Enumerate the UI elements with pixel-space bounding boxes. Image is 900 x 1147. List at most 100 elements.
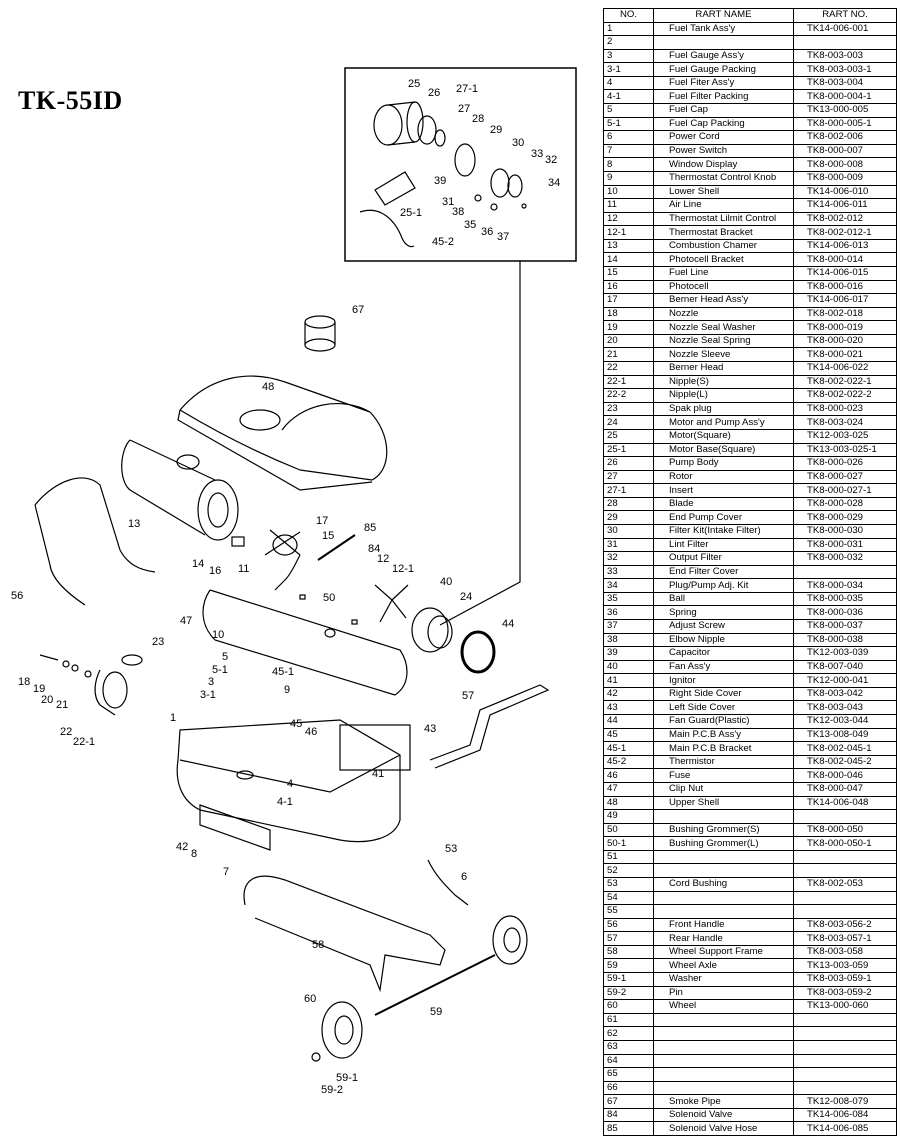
cell-part-name	[653, 1053, 794, 1069]
cell-part-no: TK13-003-059	[793, 958, 897, 974]
lower-shell-part	[202, 589, 408, 696]
callout: 56	[11, 590, 23, 602]
cell-part-no: TK8-002-022-1	[793, 374, 897, 390]
callout: 11	[238, 563, 249, 575]
cell-no: 53	[603, 877, 654, 892]
cell-no: 19	[603, 320, 654, 335]
cell-part-name: Air Line	[653, 198, 794, 213]
table-row: 66	[603, 1080, 897, 1096]
cell-part-name: Right Side Cover	[653, 686, 794, 702]
cell-part-name: Smoke Pipe	[653, 1094, 794, 1109]
cell-part-name: Bushing Grommer(L)	[653, 836, 794, 851]
cell-part-no: TK8-002-012	[793, 211, 897, 227]
callout: 12	[377, 553, 389, 565]
cell-no: 2	[603, 35, 654, 50]
cell-no: 6	[603, 130, 654, 145]
cell-no: 54	[603, 890, 654, 906]
cell-part-name: Fuse	[653, 768, 794, 783]
cell-no: 25	[603, 428, 654, 444]
callout: 35	[464, 219, 476, 231]
cell-part-no: TK14-006-010	[793, 184, 897, 200]
cell-part-no: TK14-006-015	[793, 265, 897, 281]
cell-no: 58	[603, 944, 654, 960]
cell-no: 24	[603, 415, 654, 430]
cell-part-no: TK8-003-042	[793, 686, 897, 702]
callout: 26	[428, 87, 440, 99]
cell-no: 38	[603, 632, 654, 648]
cell-no: 21	[603, 347, 654, 363]
cell-part-name: Rotor	[653, 469, 794, 485]
callout: 47	[180, 615, 192, 627]
cell-no: 4-1	[603, 89, 654, 105]
cell-part-name: Motor(Square)	[653, 428, 794, 444]
cell-no: 57	[603, 931, 654, 946]
callout: 36	[481, 226, 493, 238]
cell-no: 14	[603, 252, 654, 267]
cell-part-name: Pin	[653, 985, 794, 1001]
cell-part-name	[653, 1026, 794, 1041]
cell-no: 41	[603, 673, 654, 688]
callout: 43	[424, 723, 436, 735]
callout: 27-1	[456, 83, 478, 95]
cell-part-name: Thermostat Control Knob	[653, 170, 794, 186]
cell-no: 46	[603, 768, 654, 783]
callout: 12-1	[392, 563, 414, 575]
cell-part-no: TK13-008-049	[793, 727, 897, 743]
table-row: 62	[603, 1026, 897, 1041]
cell-part-no	[793, 809, 897, 824]
cell-part-name: Cord Bushing	[653, 877, 794, 892]
cell-part-name: Fuel Cap	[653, 103, 794, 118]
header-part-no: RART NO.	[793, 8, 897, 23]
cell-no: 56	[603, 917, 654, 933]
cell-part-name: Nozzle	[653, 306, 794, 322]
callout: 85	[364, 522, 376, 534]
wheel-axle	[374, 954, 496, 1016]
cell-part-no: TK14-006-085	[793, 1121, 897, 1136]
cell-part-name: Photocell	[653, 279, 794, 295]
cell-part-no: TK12-003-044	[793, 714, 897, 729]
cell-no: 45	[603, 727, 654, 743]
cell-part-no	[793, 1039, 897, 1055]
cell-part-no: TK14-006-017	[793, 293, 897, 308]
callout: 50	[323, 592, 335, 604]
cell-part-no: TK14-006-001	[793, 21, 897, 37]
cell-part-no: TK8-000-036	[793, 605, 897, 621]
cell-part-no	[793, 1053, 897, 1069]
cell-no: 27-1	[603, 483, 654, 498]
cell-part-name: Blade	[653, 496, 794, 512]
model-title: TK-55ID	[18, 86, 123, 115]
cell-part-name: Nipple(L)	[653, 388, 794, 403]
cell-part-no: TK8-000-047	[793, 781, 897, 797]
table-row: 54	[603, 890, 897, 906]
cell-no: 3	[603, 48, 654, 64]
upper-shell-part	[177, 375, 388, 491]
table-row: 49	[603, 809, 897, 824]
cell-no: 62	[603, 1026, 654, 1041]
cell-no: 51	[603, 849, 654, 865]
cell-part-no	[793, 1080, 897, 1096]
callout: 21	[56, 699, 68, 711]
cell-part-name: Solenoid Valve	[653, 1107, 794, 1123]
pump-detail-inset	[344, 67, 577, 262]
cell-part-name	[653, 849, 794, 865]
cell-no: 4	[603, 75, 654, 91]
callout: 30	[512, 137, 524, 149]
cell-no: 16	[603, 279, 654, 295]
callout: 15	[322, 530, 334, 542]
